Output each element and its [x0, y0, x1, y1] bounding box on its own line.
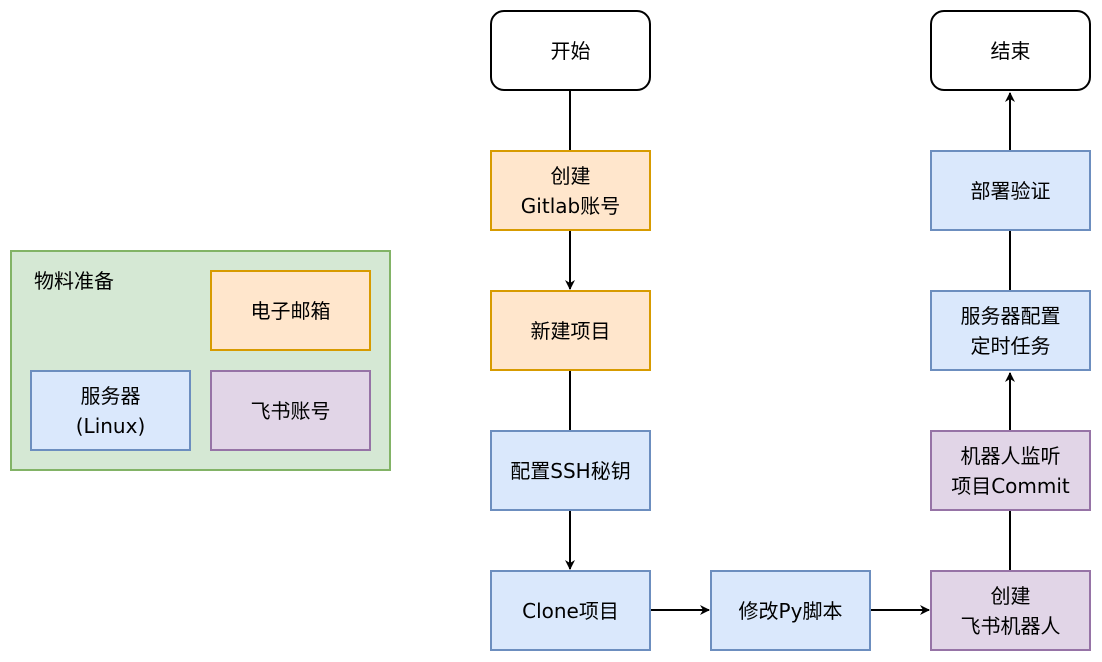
create-bot-label-line1: 创建 — [990, 583, 1031, 608]
clone-project-node: Clone项目 — [490, 570, 651, 651]
modify-script-node: 修改Py脚本 — [710, 570, 871, 651]
server-task-label-line2: 定时任务 — [970, 333, 1051, 358]
feishu-account-box: 飞书账号 — [210, 370, 371, 451]
server-box: 服务器 (Linux) — [30, 370, 191, 451]
new-project-node: 新建项目 — [490, 290, 651, 371]
end-label: 结束 — [990, 38, 1031, 63]
create-gitlab-node: 创建 Gitlab账号 — [490, 150, 651, 231]
config-ssh-label: 配置SSH秘钥 — [510, 458, 631, 483]
create-bot-label-line2: 飞书机器人 — [960, 613, 1061, 638]
materials-title: 物料准备 — [34, 269, 114, 293]
create-gitlab-label-line2: Gitlab账号 — [520, 193, 621, 218]
clone-project-label: Clone项目 — [522, 598, 619, 623]
deploy-verify-node: 部署验证 — [930, 150, 1091, 231]
start-node: 开始 — [490, 10, 651, 91]
end-node: 结束 — [930, 10, 1091, 91]
create-bot-node: 创建 飞书机器人 — [930, 570, 1091, 651]
config-ssh-node: 配置SSH秘钥 — [490, 430, 651, 511]
server-label-line2: (Linux) — [75, 413, 146, 438]
bot-monitor-node: 机器人监听 项目Commit — [930, 430, 1091, 511]
server-task-label-line1: 服务器配置 — [960, 303, 1061, 328]
feishu-account-label: 飞书账号 — [250, 398, 331, 423]
server-task-node: 服务器配置 定时任务 — [930, 290, 1091, 371]
new-project-label: 新建项目 — [530, 318, 611, 343]
email-label: 电子邮箱 — [250, 298, 331, 323]
bot-monitor-label-line2: 项目Commit — [951, 473, 1070, 498]
modify-script-label: 修改Py脚本 — [738, 598, 843, 623]
bot-monitor-label-line1: 机器人监听 — [960, 443, 1061, 468]
create-gitlab-label-line1: 创建 — [550, 163, 591, 188]
start-label: 开始 — [550, 38, 591, 63]
deploy-verify-label: 部署验证 — [970, 178, 1051, 203]
email-box: 电子邮箱 — [210, 270, 371, 351]
server-label-line1: 服务器 — [80, 383, 141, 408]
